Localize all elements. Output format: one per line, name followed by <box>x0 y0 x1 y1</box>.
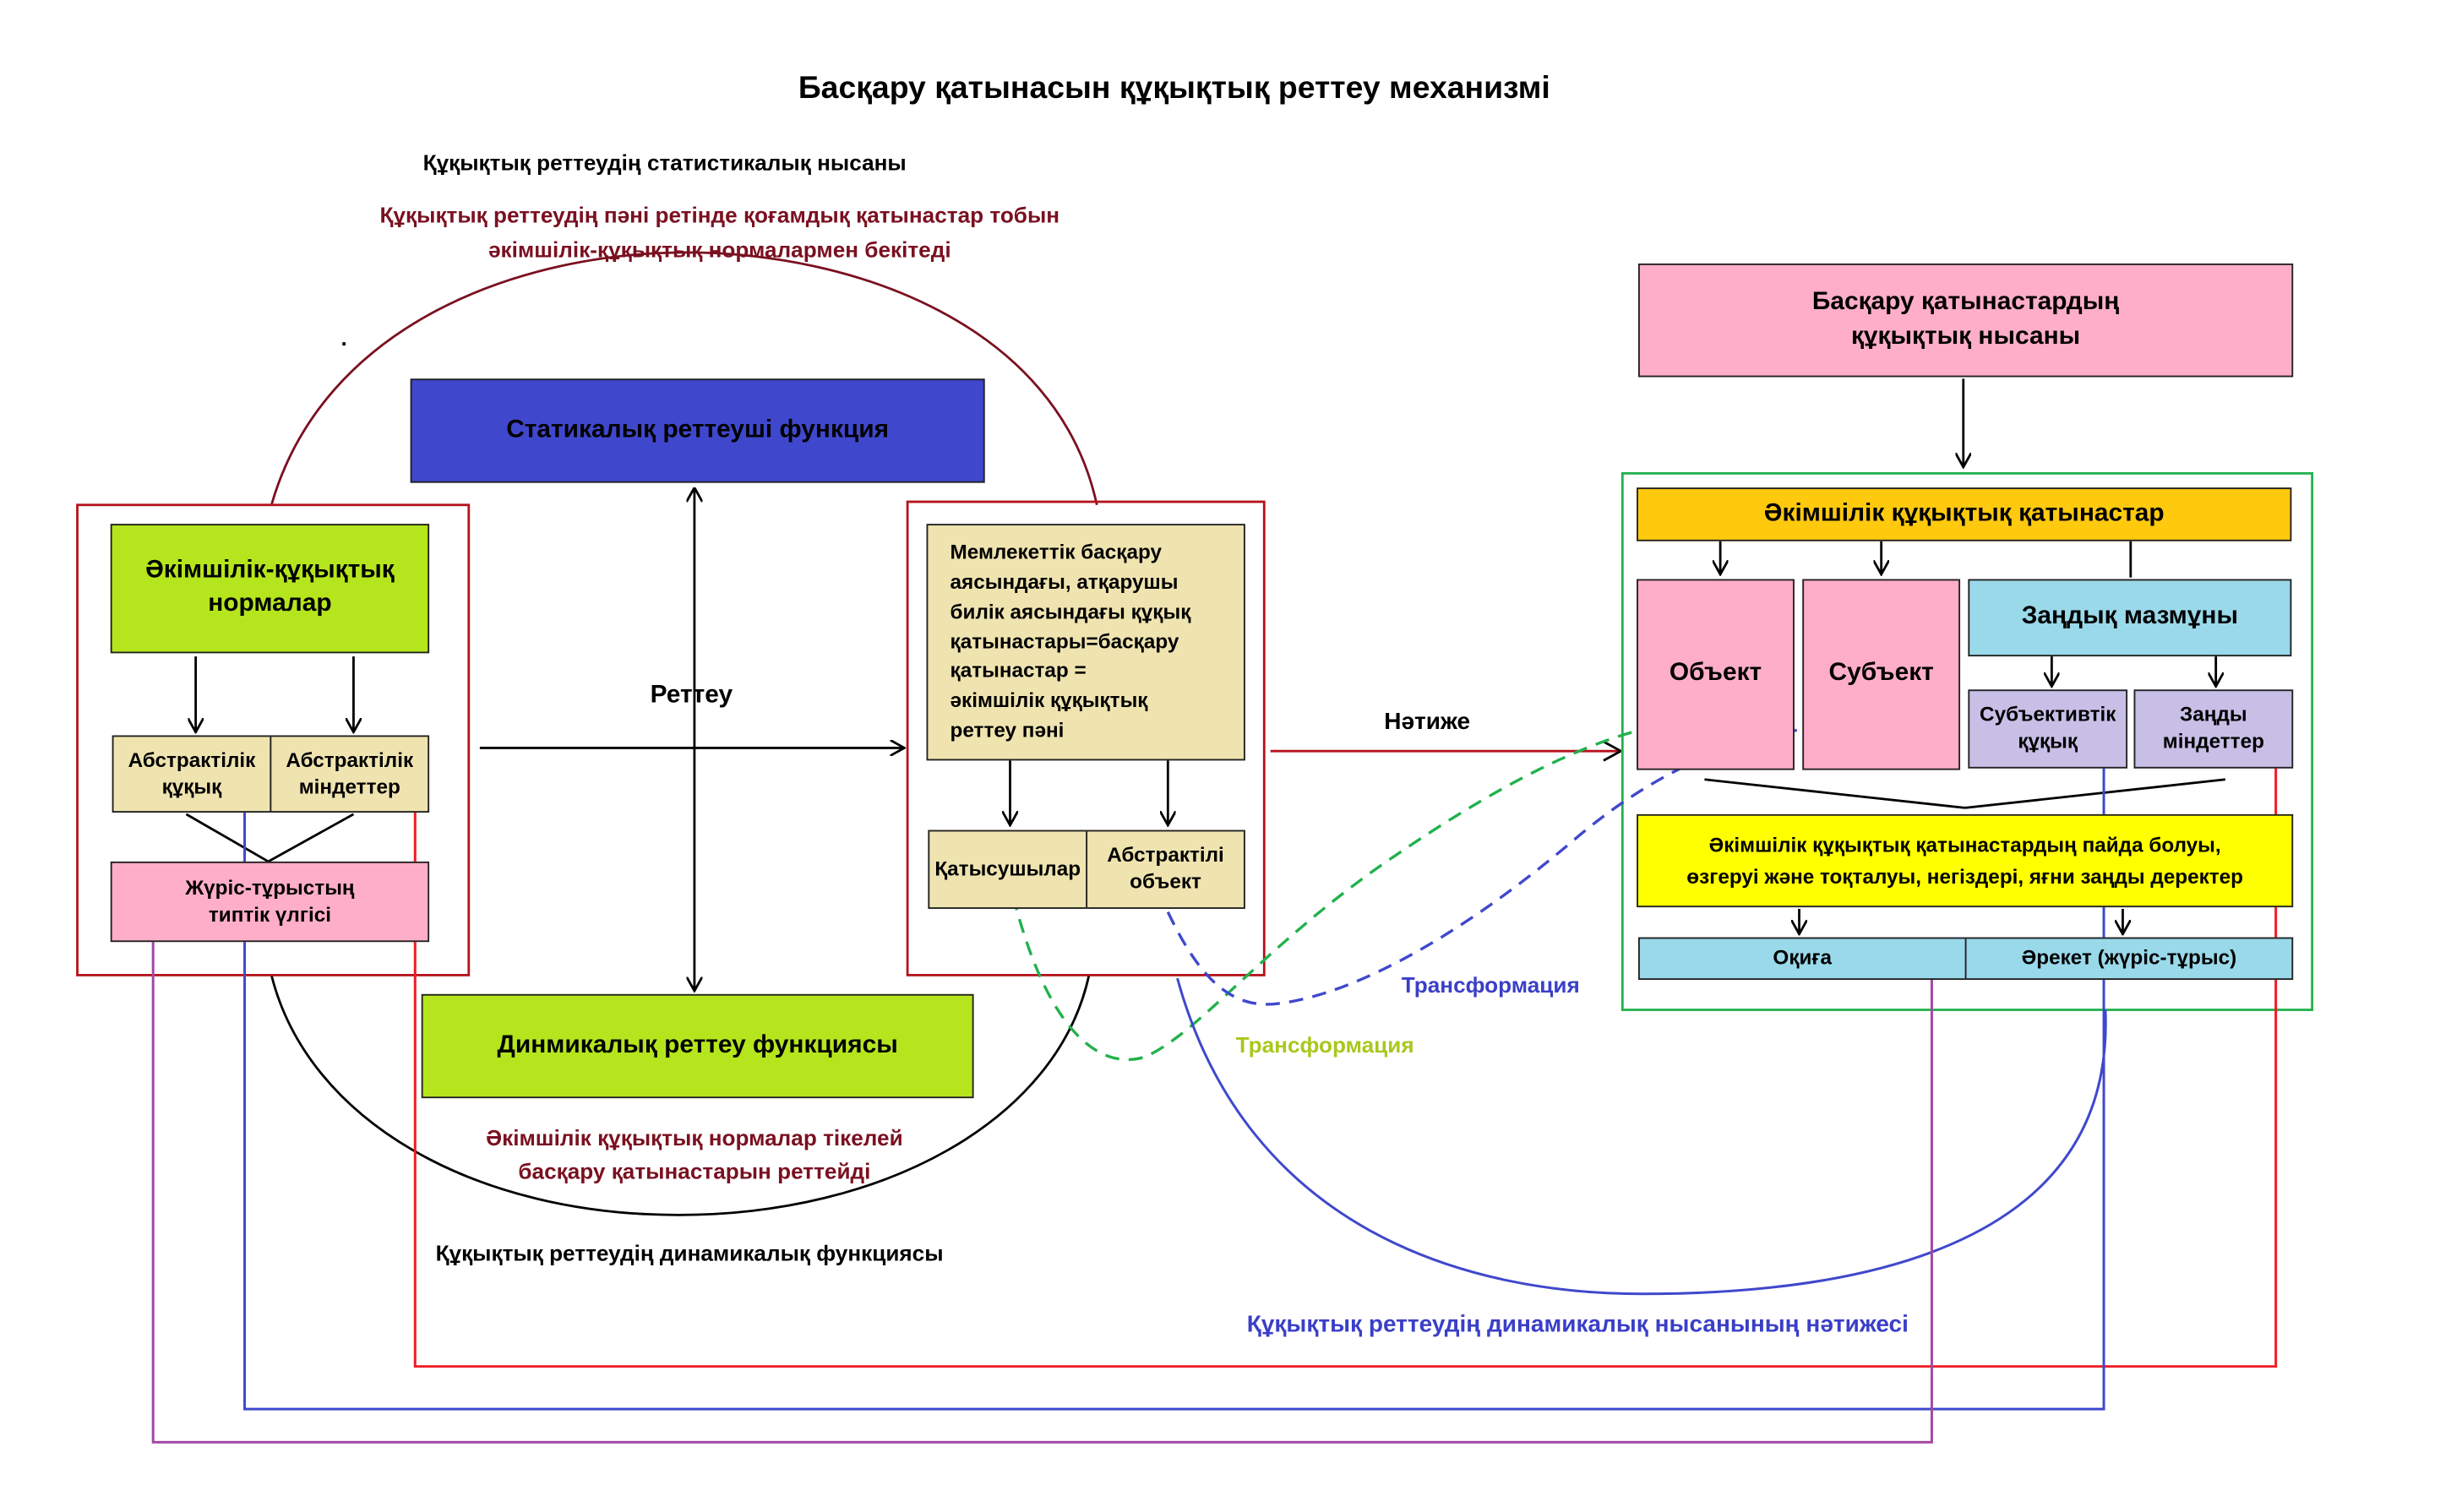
legal-facts-box: Әкімшілік құқықтық қатынастардың пайда б… <box>1637 813 2294 908</box>
subject-box: Субъект <box>1802 579 1961 770</box>
transformation-blue-label: Трансформация <box>1401 971 1580 998</box>
static-regulating-function-box: Статикалық реттеуші функция <box>410 378 985 483</box>
admin-relations-bar: Әкімшілік құқықтық қатынастар <box>1637 487 2292 541</box>
retteu-label: Реттеу <box>650 681 733 709</box>
right-frame <box>1620 471 2314 1011</box>
transformation-green-label: Трансформация <box>1235 1031 1414 1058</box>
admin-legal-norms-box: Әкімшілік-құқықтық нормалар <box>110 524 430 654</box>
abstract-object-box: Абстрактілі объект <box>1086 829 1245 909</box>
event-box: Оқиға <box>1637 937 1967 981</box>
abstract-duties-box: Абстрактілік міндеттер <box>270 735 430 813</box>
object-box: Объект <box>1637 579 1795 770</box>
subject-of-regulation-box: Мемлекеттік басқару аясындағы, атқарушы … <box>926 524 1245 761</box>
abstract-right-box: Абстрактілік құқық <box>112 735 272 813</box>
legal-content-box: Заңдық мазмұны <box>1968 579 2292 657</box>
result-label: Нәтиже <box>1384 708 1471 736</box>
subjective-right-box: Субъективтік құқық <box>1968 689 2128 769</box>
ellipse-arc-bottom <box>270 975 1091 1216</box>
purple-feedback-line <box>151 924 1933 1444</box>
dynamic-regulation-function-box: Динмикалық реттеу функциясы <box>421 993 974 1099</box>
legal-form-box: Басқару қатынастардың құқықтық нысаны <box>1637 263 2294 378</box>
blue-feedback-line <box>243 748 2105 1411</box>
stray-dot: . <box>340 324 347 351</box>
direct-regulation-note: Әкімшілік құқықтық нормалар тікелей басқ… <box>486 1124 903 1183</box>
dynamic-result-label: Құқықтық реттеудің динамикалық нысанының… <box>1246 1311 1909 1339</box>
left-frame <box>76 503 471 976</box>
legal-duties-box: Заңды міндеттер <box>2133 689 2294 769</box>
page-title: Басқару қатынасын құқықтық реттеу механи… <box>798 71 1550 106</box>
blue-solid-curve <box>1176 977 2107 1296</box>
green-dashed-curve <box>1011 716 1724 1062</box>
red-feedback-line <box>413 753 2278 1368</box>
middle-frame <box>906 500 1266 976</box>
action-box: Әрекет (жүріс-тұрыс) <box>1964 937 2294 981</box>
subject-note: Құқықтық реттеудің пәні ретінде қоғамдық… <box>379 202 1060 262</box>
ellipse-arc-top <box>270 251 1098 506</box>
behavior-model-box: Жүріс-тұрыстың типтік үлгісі <box>110 861 430 943</box>
dynamic-function-label: Құқықтық реттеудің динамикалық функциясы <box>435 1240 944 1266</box>
participants-box: Қатысушылар <box>928 829 1088 909</box>
static-form-label: Құқықтық реттеудің статистикалық нысаны <box>422 150 907 176</box>
